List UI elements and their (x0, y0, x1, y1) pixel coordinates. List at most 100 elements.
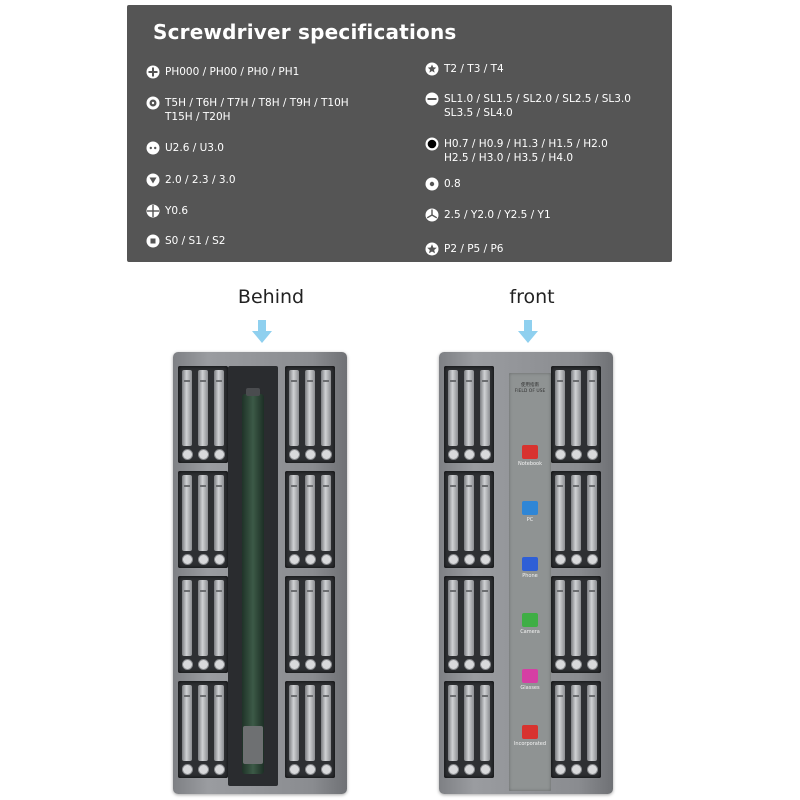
spec-item: 0.8 (425, 177, 461, 191)
spec-panel: Screwdriver specifications PH000 / PH00 … (127, 5, 672, 262)
screwdriver-bit[interactable] (198, 475, 208, 551)
screwdriver-bit[interactable] (571, 475, 581, 551)
screwdriver-bit[interactable] (480, 370, 490, 446)
screwdriver-bit[interactable] (555, 685, 565, 761)
screwdriver-bit[interactable] (198, 370, 208, 446)
screwdriver-bit[interactable] (182, 580, 192, 656)
bit-tip-marker-icon (587, 764, 598, 775)
screwdriver-bit[interactable] (214, 580, 224, 656)
bit-tip-marker-icon (198, 659, 209, 670)
screwdriver-bit[interactable] (464, 475, 474, 551)
bit-bay (551, 576, 601, 673)
screwdriver-bit[interactable] (305, 580, 315, 656)
screwdriver-bit[interactable] (214, 370, 224, 446)
screwdriver-bit[interactable] (214, 685, 224, 761)
bit-tip-marker-icon (198, 764, 209, 775)
bit-tip-marker-icon (571, 764, 582, 775)
spec-text: U2.6 / U3.0 (165, 142, 224, 154)
screwdriver-bit[interactable] (464, 370, 474, 446)
bit-tip-marker-icon (480, 764, 491, 775)
screwdriver-bit[interactable] (480, 580, 490, 656)
handle-slot (228, 366, 278, 786)
screwdriver-bit[interactable] (305, 370, 315, 446)
spec-text: H0.7 / H0.9 / H1.3 / H1.5 / H2.0 H2.5 / … (444, 138, 608, 164)
screwdriver-bit[interactable] (555, 580, 565, 656)
bit-tip-marker-icon (198, 449, 209, 460)
bit-tip-marker-icon (571, 554, 582, 565)
screwdriver-bit[interactable] (214, 475, 224, 551)
screwdriver-bit[interactable] (480, 685, 490, 761)
bit-tip-marker-icon (571, 659, 582, 670)
bit-tip-marker-icon (321, 554, 332, 565)
screwdriver-bit[interactable] (198, 685, 208, 761)
u-type-icon (146, 141, 160, 155)
screwdriver-bit[interactable] (448, 580, 458, 656)
bit-bay (178, 471, 228, 568)
bit-tip-marker-icon (214, 554, 225, 565)
screwdriver-bit[interactable] (182, 475, 192, 551)
screwdriver-bit[interactable] (464, 580, 474, 656)
screwdriver-bit[interactable] (587, 580, 597, 656)
guide-item: Camera (509, 613, 551, 635)
screwdriver-bit[interactable] (571, 580, 581, 656)
bit-tip-marker-icon (305, 659, 316, 670)
screwdriver-bit[interactable] (587, 475, 597, 551)
hex-icon (425, 137, 439, 151)
bit-tip-marker-icon (448, 659, 459, 670)
case-interior (178, 358, 342, 788)
down-arrow-icon (252, 320, 272, 343)
bit-tip-marker-icon (448, 554, 459, 565)
screwdriver-handle[interactable] (242, 388, 264, 774)
screwdriver-bit[interactable] (305, 475, 315, 551)
spec-text: PH000 / PH00 / PH0 / PH1 (165, 66, 300, 78)
screwdriver-bit[interactable] (198, 580, 208, 656)
behind-label: Behind (237, 286, 305, 308)
screwdriver-bit[interactable] (289, 475, 299, 551)
screwdriver-bit[interactable] (555, 370, 565, 446)
screwdriver-bit[interactable] (464, 685, 474, 761)
spec-item: SL1.0 / SL1.5 / SL2.0 / SL2.5 / SL3.0 SL… (425, 92, 631, 120)
screwdriver-bit[interactable] (571, 370, 581, 446)
screwdriver-bit[interactable] (448, 685, 458, 761)
screwdriver-bit[interactable] (571, 685, 581, 761)
screwdriver-bit[interactable] (289, 580, 299, 656)
down-arrow-icon (518, 320, 538, 343)
torx-h-icon (146, 96, 160, 110)
guide-label: Glasses (520, 685, 540, 691)
bit-tip-marker-icon (480, 449, 491, 460)
screwdriver-bit[interactable] (321, 685, 331, 761)
screwdriver-bit[interactable] (480, 475, 490, 551)
bit-tip-marker-icon (321, 659, 332, 670)
screwdriver-bit[interactable] (321, 580, 331, 656)
screwdriver-bit[interactable] (321, 370, 331, 446)
screwdriver-bit[interactable] (289, 370, 299, 446)
screwdriver-bit[interactable] (555, 475, 565, 551)
bit-bay (178, 576, 228, 673)
screwdriver-bit[interactable] (321, 475, 331, 551)
screwdriver-bit[interactable] (289, 685, 299, 761)
screwdriver-bit[interactable] (587, 370, 597, 446)
spec-title: Screwdriver specifications (153, 20, 457, 44)
spec-text: 0.8 (444, 178, 461, 190)
spec-item: T5H / T6H / T7H / T8H / T9H / T10H T15H … (146, 96, 349, 124)
spec-item: H0.7 / H0.9 / H1.3 / H1.5 / H2.0 H2.5 / … (425, 137, 608, 165)
bit-tip-marker-icon (305, 764, 316, 775)
screwdriver-bit[interactable] (587, 685, 597, 761)
bit-tip-marker-icon (480, 659, 491, 670)
spec-item: 2.5 / Y2.0 / Y2.5 / Y1 (425, 208, 551, 222)
screwdriver-bit[interactable] (305, 685, 315, 761)
screwdriver-bit[interactable] (448, 370, 458, 446)
bit-bay (178, 681, 228, 778)
slotted-icon (425, 92, 439, 106)
monitor-icon (522, 501, 538, 515)
screwdriver-bit[interactable] (182, 685, 192, 761)
screwdriver-bit[interactable] (182, 370, 192, 446)
bit-tip-marker-icon (182, 554, 193, 565)
bit-tip-marker-icon (587, 659, 598, 670)
phillips-icon (146, 65, 160, 79)
tri-wing-icon (425, 208, 439, 222)
square-icon (146, 234, 160, 248)
glasses-icon (522, 669, 538, 683)
screwdriver-bit[interactable] (448, 475, 458, 551)
